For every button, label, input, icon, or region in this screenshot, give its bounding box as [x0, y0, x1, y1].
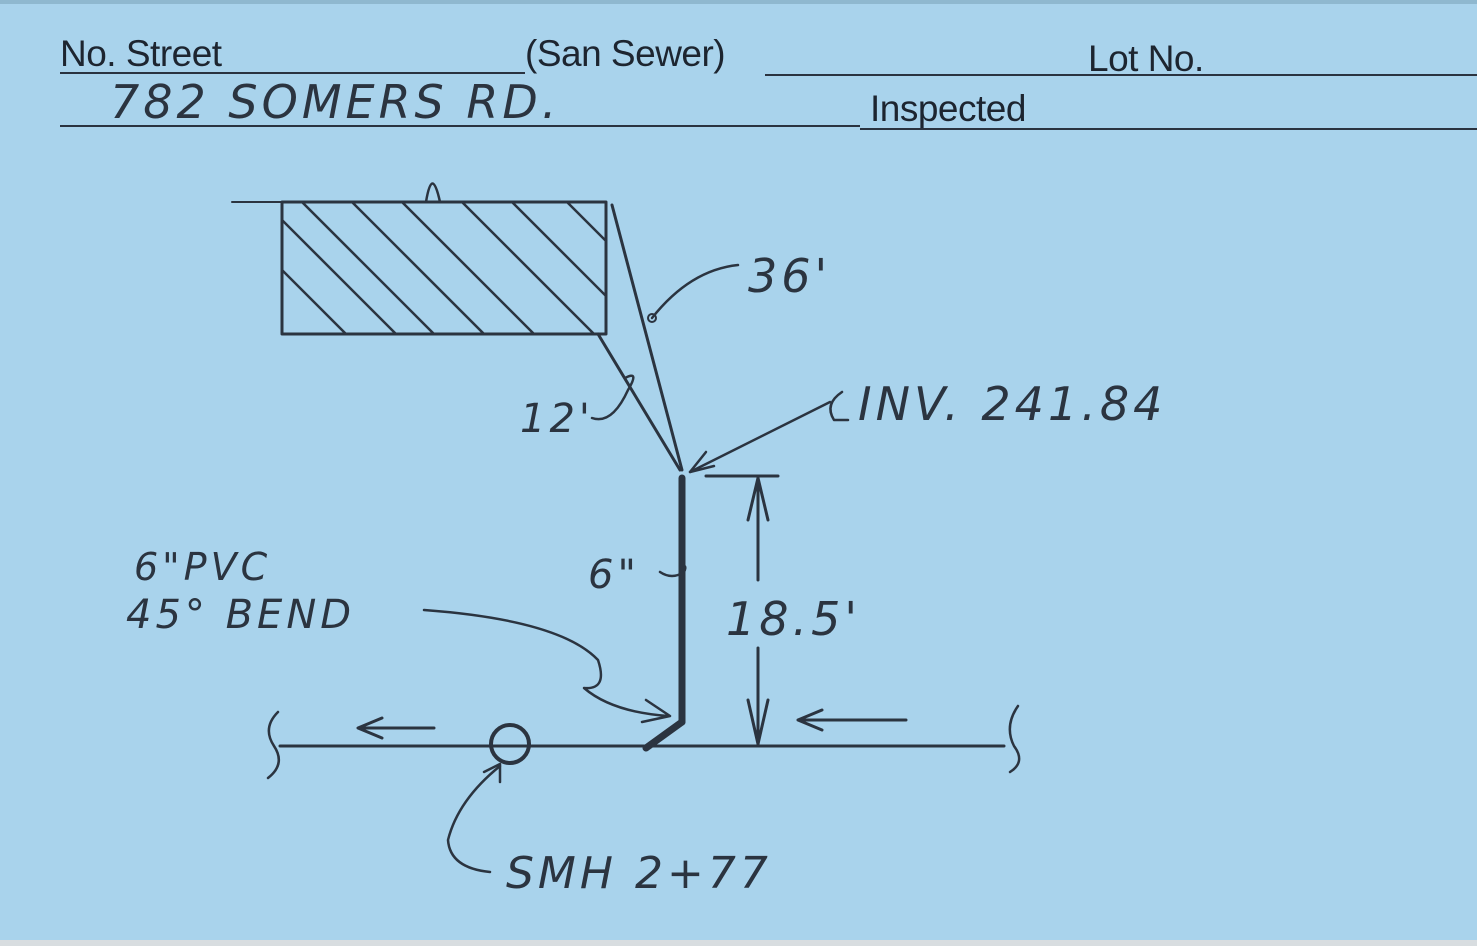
manhole-text: SMH 2+77 [506, 848, 772, 899]
header-rule-top-left [60, 72, 525, 74]
callout-12 [590, 374, 635, 421]
header-rule-bottom-right [860, 128, 1477, 130]
depth-text: 18.5' [726, 592, 861, 646]
header-rule-bottom-left [60, 125, 860, 127]
flow-arrow-right [796, 708, 908, 732]
card-top-edge [0, 0, 1477, 4]
flow-arrow-left [356, 716, 436, 740]
header-rule-top-right [765, 74, 1477, 76]
house-outline [231, 182, 608, 336]
lateral-line-12 [596, 332, 682, 472]
lot-no-label: Lot No. [1088, 38, 1204, 79]
fitting-line2-text: 45° BEND [126, 592, 355, 638]
card-bottom-edge [0, 940, 1477, 946]
callout-36 [650, 263, 740, 320]
manhole-symbol [489, 723, 531, 765]
callout-fitting [422, 608, 670, 718]
inspected-label: Inspected [870, 88, 1026, 129]
depth-arrow-down [746, 698, 770, 746]
callout-manhole [446, 764, 502, 874]
fitting-line1-text: 6"PVC [134, 545, 271, 589]
house-distance-text: 36' [748, 249, 831, 303]
utility-label: (San Sewer) [525, 33, 726, 74]
pipe-size-text: 6" [588, 552, 640, 598]
lateral-line-36 [610, 203, 684, 472]
main-break-left [266, 710, 281, 780]
callout-invert [688, 400, 832, 474]
bend-distance-text: 12' [520, 396, 594, 442]
callout-pipe-size [658, 564, 687, 578]
invert-text: INV. 241.84 [858, 377, 1166, 431]
bend-fitting [642, 718, 686, 752]
no-street-label: No. Street [60, 33, 222, 74]
depth-arrow-up [746, 476, 770, 522]
address-text: 782 SOMERS RD. [110, 75, 560, 129]
main-break-right [1008, 704, 1021, 774]
